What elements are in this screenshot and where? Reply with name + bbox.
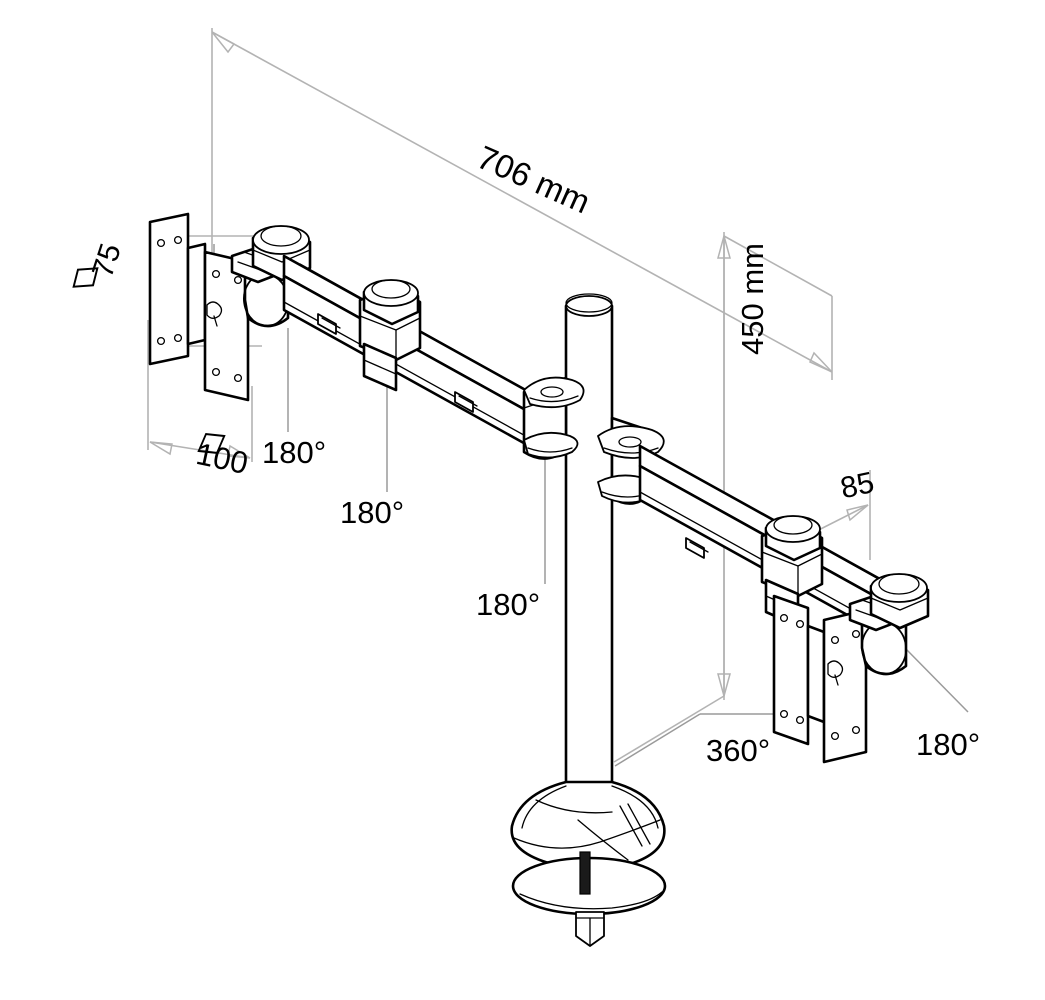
dimension-label-depth-offset: 85: [837, 466, 878, 506]
callout-pole-rotation: 360°: [706, 733, 771, 768]
dimension-label-overall-height: 450 mm: [735, 243, 770, 355]
callout-left-monitor-tilt: 180°: [262, 435, 327, 470]
right-vesa-plate: [772, 594, 868, 764]
callout-left-arm-elbow: 180°: [340, 495, 405, 530]
left-arm: [282, 254, 549, 454]
callout-right-monitor-tilt: 180°: [916, 727, 981, 762]
left-head-joint: [230, 225, 312, 328]
left-vesa-plate: [148, 212, 250, 402]
base-bolt: [575, 851, 605, 947]
leader-right-head: [904, 647, 969, 713]
leader-pole-rotation: [614, 713, 701, 767]
callout-pole-arm-joint: 180°: [476, 587, 541, 622]
right-head-joint: [848, 573, 930, 676]
pole: [564, 293, 614, 793]
left-elbow-knob: [358, 279, 422, 392]
pole-clamp-upper: [522, 376, 585, 460]
